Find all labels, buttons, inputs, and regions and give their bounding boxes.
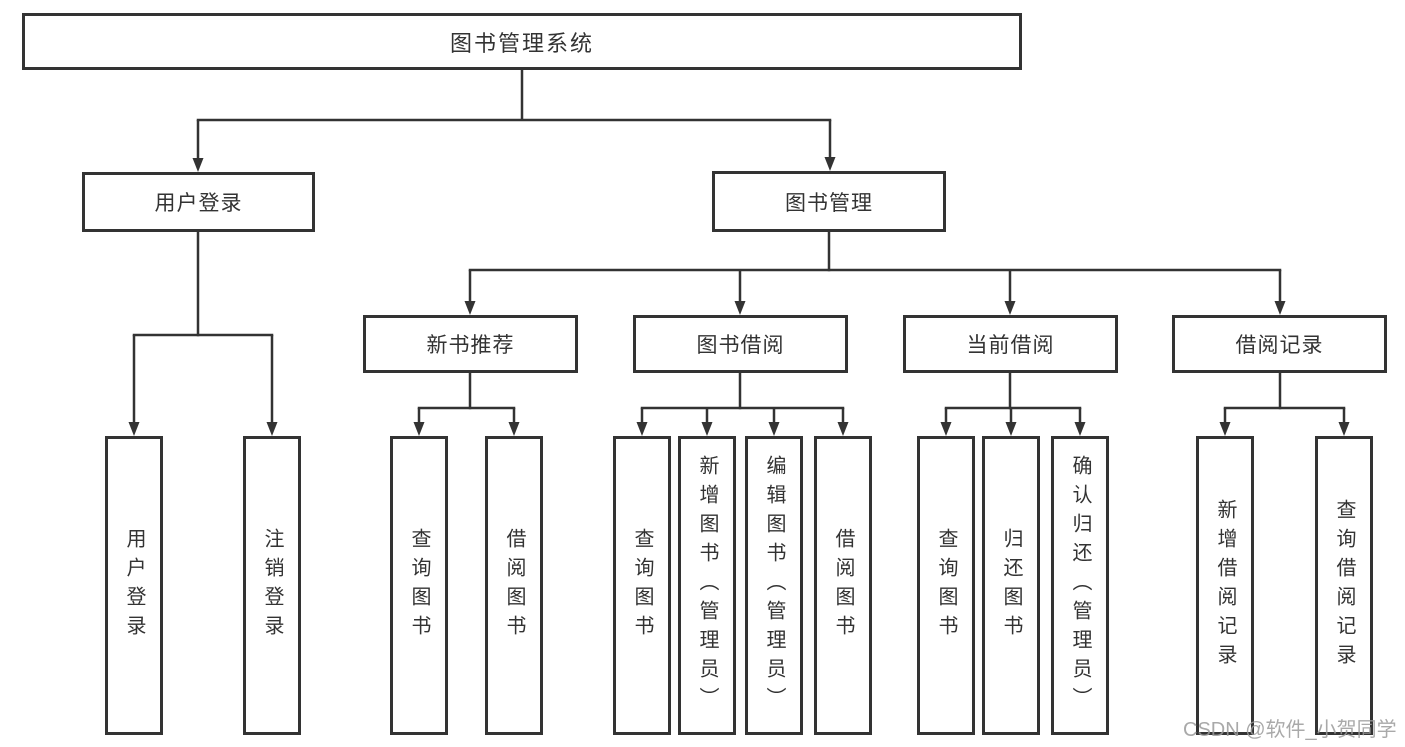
node-new-book-recommendation-label: 新书推荐 — [426, 334, 515, 357]
leaf-query-books-recommend: 查询图书 — [390, 436, 448, 735]
leaf-user-login-label: 用户登录 — [123, 527, 145, 644]
leaf-return-books: 归还图书 — [982, 436, 1040, 735]
leaf-query-books-current: 查询图书 — [917, 436, 975, 735]
leaf-add-borrow-record: 新增借阅记录 — [1196, 436, 1254, 735]
node-book-borrowing: 图书借阅 — [633, 315, 848, 373]
leaf-borrow-books-recommend-label: 借阅图书 — [503, 527, 525, 644]
leaf-logout-login: 注销登录 — [243, 436, 301, 735]
node-borrowing-records-label: 借阅记录 — [1235, 334, 1324, 357]
leaf-edit-books-admin: 编辑图书（管理员） — [745, 436, 803, 735]
node-borrowing-records: 借阅记录 — [1172, 315, 1387, 373]
leaf-logout-login-label: 注销登录 — [261, 527, 283, 644]
leaf-borrow-books-recommend: 借阅图书 — [485, 436, 543, 735]
node-book-management-label: 图书管理 — [785, 191, 873, 215]
node-book-management: 图书管理 — [712, 171, 946, 232]
leaf-query-books-borrow-label: 查询图书 — [631, 527, 653, 644]
node-library-management-system: 图书管理系统 — [22, 13, 1022, 70]
leaf-borrow-books-label: 借阅图书 — [832, 527, 854, 644]
leaf-query-books-recommend-label: 查询图书 — [408, 527, 430, 644]
node-user-login: 用户登录 — [82, 172, 315, 232]
leaf-confirm-return-admin-label: 确认归还（管理员） — [1069, 455, 1091, 716]
watermark: CSDN @软件_小贺同学 — [1183, 719, 1397, 741]
leaf-add-borrow-record-label: 新增借阅记录 — [1214, 498, 1236, 673]
leaf-confirm-return-admin: 确认归还（管理员） — [1051, 436, 1109, 735]
leaf-add-books-admin: 新增图书（管理员） — [678, 436, 736, 735]
node-user-login-label: 用户登录 — [154, 192, 243, 215]
node-library-management-system-label: 图书管理系统 — [449, 30, 594, 56]
leaf-user-login: 用户登录 — [105, 436, 163, 735]
leaf-query-books-borrow: 查询图书 — [613, 436, 671, 735]
leaf-add-books-admin-label: 新增图书（管理员） — [696, 455, 718, 716]
leaf-query-books-current-label: 查询图书 — [935, 527, 957, 644]
node-new-book-recommendation: 新书推荐 — [363, 315, 578, 373]
leaf-query-borrow-record-label: 查询借阅记录 — [1333, 498, 1355, 673]
leaf-borrow-books: 借阅图书 — [814, 436, 872, 735]
leaf-query-borrow-record: 查询借阅记录 — [1315, 436, 1373, 735]
node-current-borrowing: 当前借阅 — [903, 315, 1118, 373]
leaf-edit-books-admin-label: 编辑图书（管理员） — [763, 455, 785, 716]
node-book-borrowing-label: 图书借阅 — [696, 334, 785, 357]
leaf-return-books-label: 归还图书 — [1000, 527, 1022, 644]
node-current-borrowing-label: 当前借阅 — [966, 334, 1055, 357]
